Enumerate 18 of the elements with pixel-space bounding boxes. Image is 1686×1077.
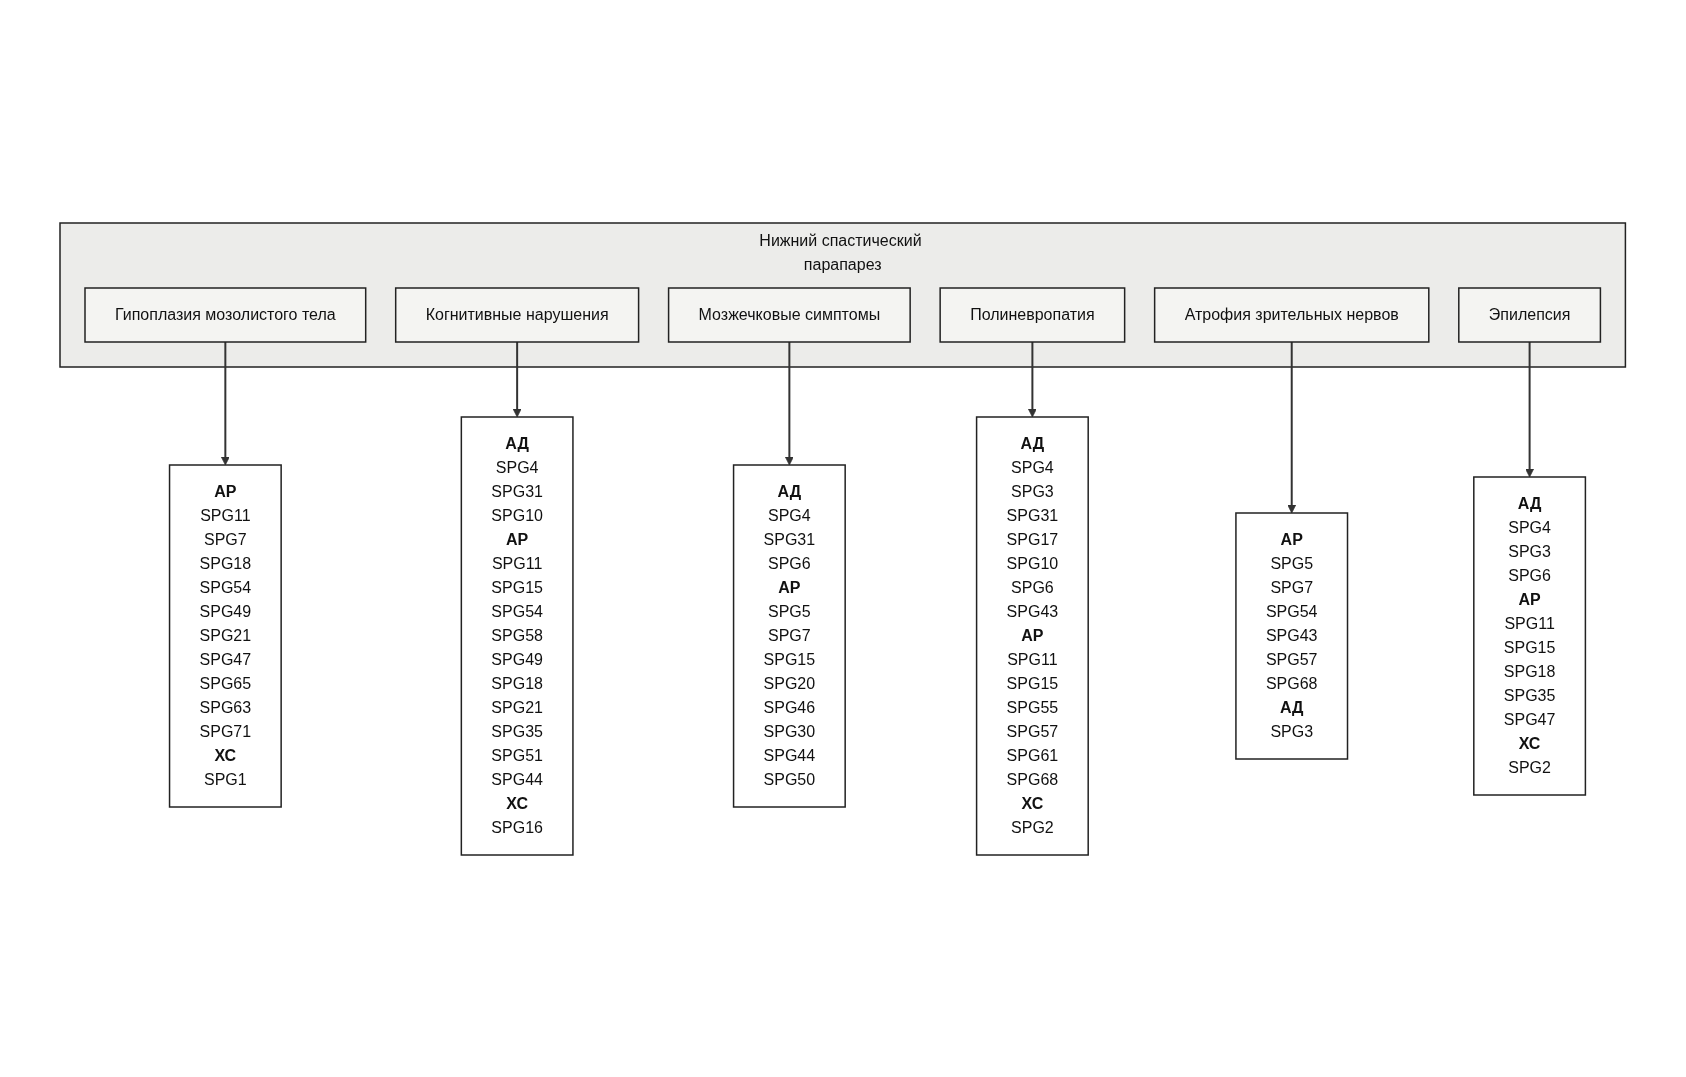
node-box: АД SPG4 SPG31 SPG10 АР SPG11 SPG15 SPG54 SPG58 SPG49 SPG18 SPG21 SPG35 SPG51 SPG44 ХС SPG16: [460, 415, 574, 856]
arrow: [221, 340, 231, 465]
arrow: [513, 340, 522, 417]
node-box: АР SPG5 SPG7 SPG54 SPG43 SPG57 SPG68 АД SPG3: [1235, 511, 1349, 760]
node-box: Мозжечковые симптомы: [668, 286, 912, 343]
arrow: [1287, 340, 1297, 513]
node-box: АД SPG4 SPG3 SPG31 SPG17 SPG10 SPG6 SPG43 АР SPG11 SPG15 SPG55 SPG57 SPG61 SPG68 ХС SPG2: [976, 415, 1090, 856]
node-box: Эпилепсия: [1458, 286, 1602, 343]
node-box: Полиневропатия: [939, 286, 1126, 343]
node-box: Когнитивные нарушения: [395, 286, 640, 343]
node-box: Гипоплазия мозолистого тела: [84, 286, 367, 343]
arrow: [785, 340, 795, 465]
node-box: АР SPG11 SPG7 SPG18 SPG54 SPG49 SPG21 SPG47 SPG65 SPG63 SPG71 ХС SPG1: [169, 463, 283, 808]
node-box: Атрофия зрительных нервов: [1154, 286, 1430, 343]
arrow: [1525, 340, 1535, 477]
node-box: АД SPG4 SPG3 SPG6 АР SPG11 SPG15 SPG18 SPG35 SPG47 ХС SPG2: [1473, 475, 1587, 796]
node-box: АД SPG4 SPG31 SPG6 АР SPG5 SPG7 SPG15 SPG20 SPG46 SPG30 SPG44 SPG50: [733, 463, 847, 808]
arrow: [1028, 340, 1038, 417]
